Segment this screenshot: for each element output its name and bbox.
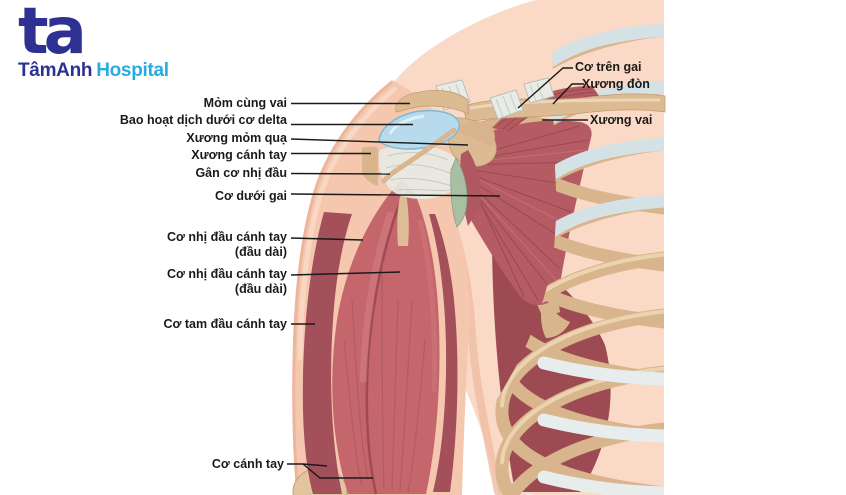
humerus-shaft-edge xyxy=(362,146,378,186)
logo-text-secondary: Hospital xyxy=(96,60,169,81)
label-line-2: (đầu dài) xyxy=(234,244,287,259)
label-line-2: (đầu dài) xyxy=(234,281,287,296)
label-mom-cung-vai: Mỏm cùng vai xyxy=(203,96,287,110)
label-bao-hoat-dich: Bao hoạt dịch dưới cơ delta xyxy=(119,113,287,127)
logo-text-primary: TâmAnh xyxy=(18,60,93,81)
leader-line xyxy=(290,172,391,175)
label-co-tren-gai: Cơ trên gai xyxy=(575,60,642,74)
label-co-tam-dau: Cơ tam đầu cánh tay xyxy=(163,316,288,331)
acromion-bone xyxy=(395,90,469,115)
leader-line xyxy=(302,463,373,479)
leader-lines xyxy=(287,67,588,479)
label-co-canh-tay: Cơ cánh tay xyxy=(211,456,284,471)
biceps-muscle xyxy=(332,180,440,494)
leader-line xyxy=(290,138,469,146)
logo-mark: ta xyxy=(18,0,87,69)
coracobrachialis-sliver xyxy=(450,157,468,228)
coracoid-process-bone xyxy=(458,121,495,147)
label-xuong-don: Xương đòn xyxy=(582,77,650,91)
label-co-nhi-dau-1: Cơ nhị đầu cánh tay (đầu dài) xyxy=(0,230,287,260)
leader-line xyxy=(290,193,501,197)
label-co-nhi-dau-2: Cơ nhị đầu cánh tay (đầu dài) xyxy=(0,267,287,297)
shoulder-joint xyxy=(362,77,666,228)
label-line-1: Cơ nhị đầu cánh tay xyxy=(166,229,287,244)
leader-line xyxy=(290,237,364,241)
biceps-tendon-wedge xyxy=(397,184,409,246)
supraspinatus-muscle xyxy=(492,86,600,132)
label-xuong-mom-qua: Xương mỏm quạ xyxy=(186,130,287,145)
leader-line xyxy=(517,67,573,109)
leader-line xyxy=(552,83,584,105)
leader-line xyxy=(290,271,401,276)
joint-capsule-ligament xyxy=(378,144,463,200)
label-xuong-canh-tay: Xương cánh tay xyxy=(191,147,287,162)
triceps-muscle-left xyxy=(302,212,352,494)
triceps-muscle-right xyxy=(429,214,458,492)
biceps-tendon xyxy=(381,127,457,184)
label-gan-co-nhi-dau: Gân cơ nhị đầu xyxy=(195,165,287,180)
label-xuong-vai: Xương vai xyxy=(590,112,653,127)
label-line-1: Cơ nhị đầu cánh tay xyxy=(166,266,287,281)
label-co-duoi-gai: Cơ dưới gai xyxy=(215,188,287,203)
